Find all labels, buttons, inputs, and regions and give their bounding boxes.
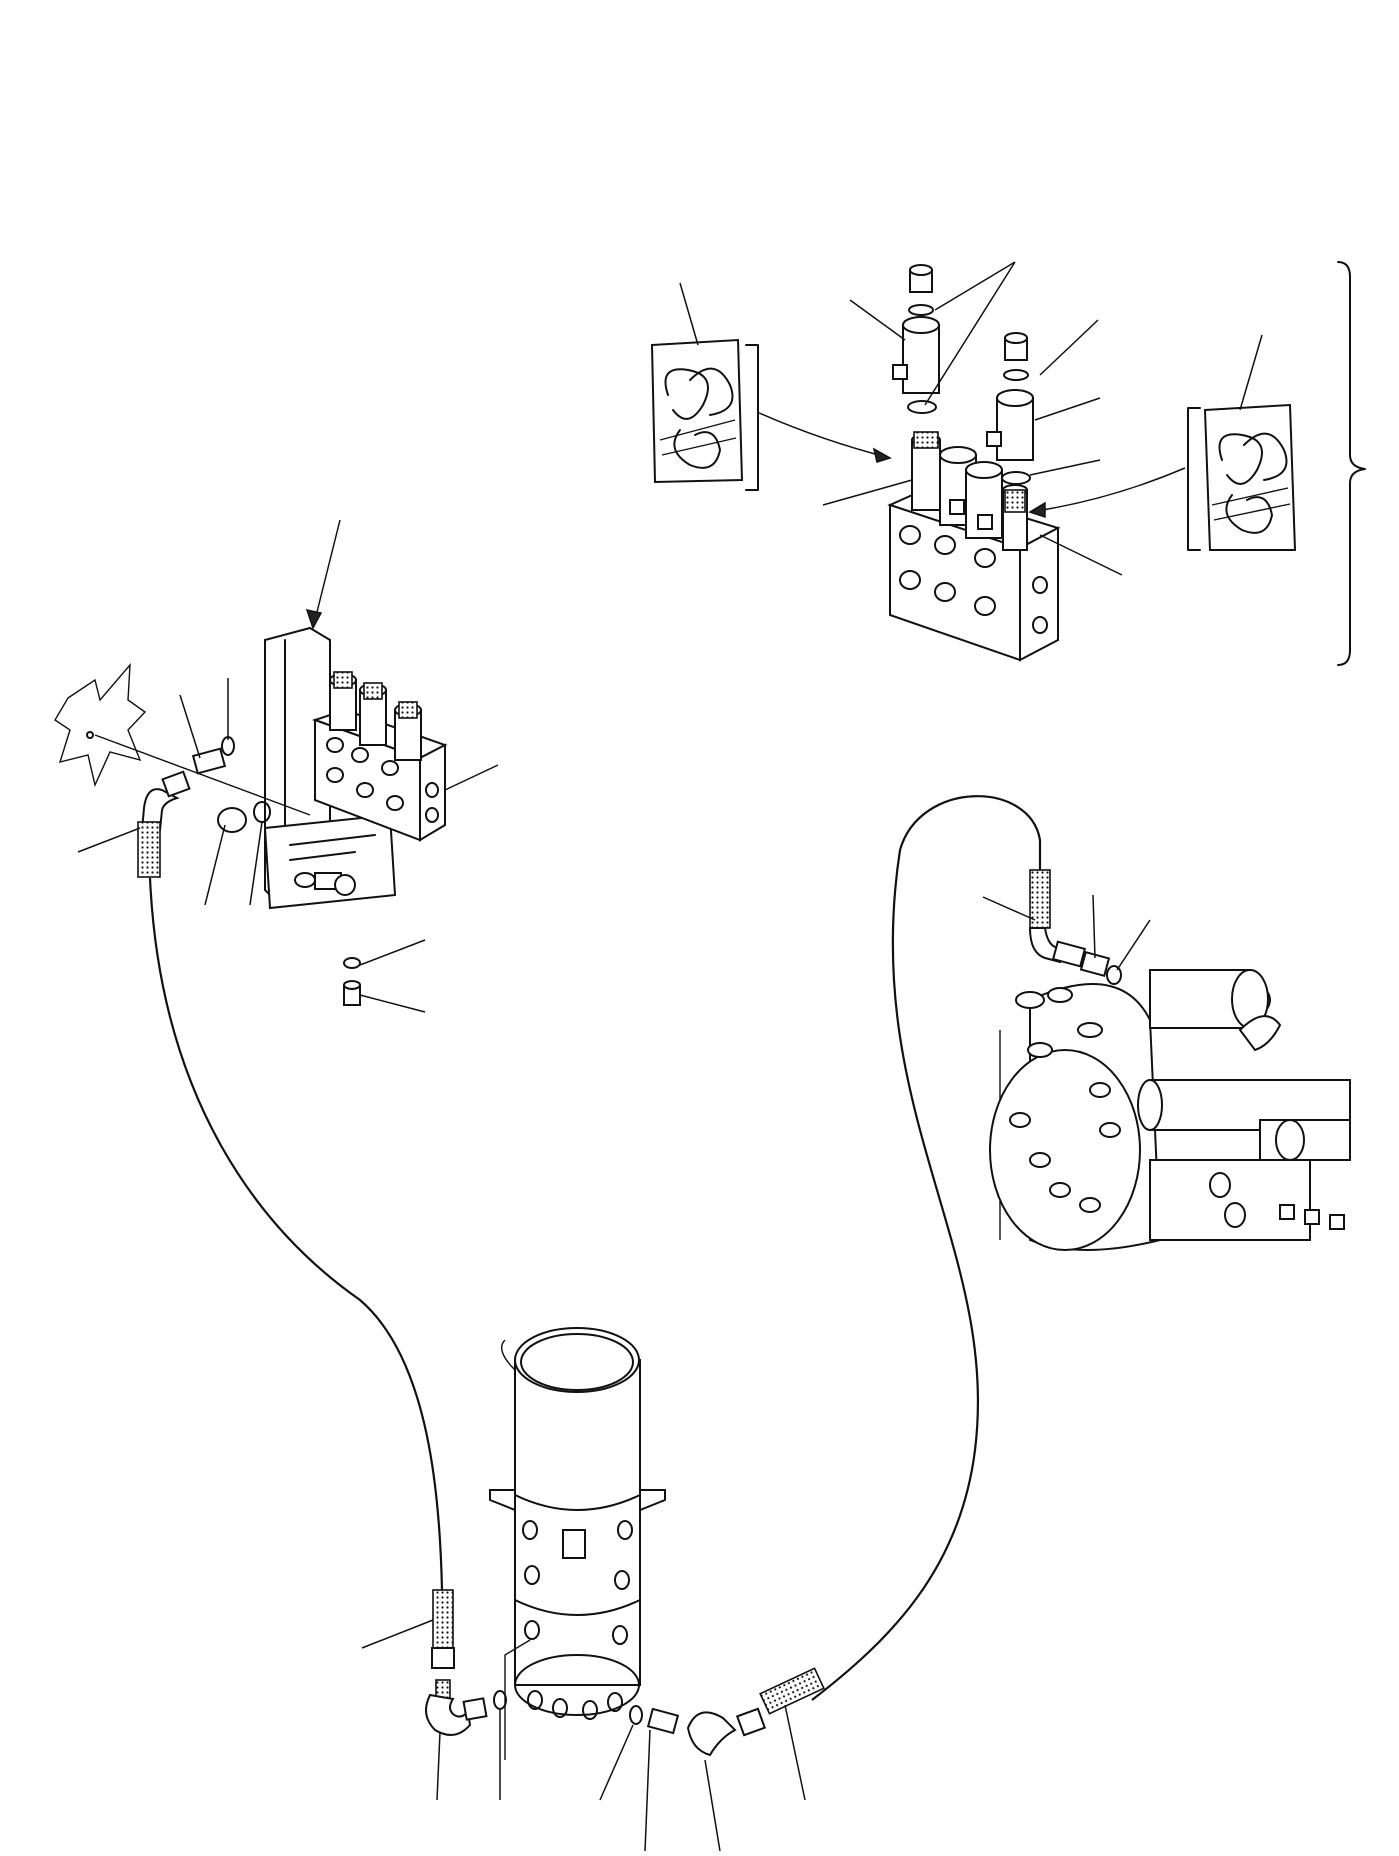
valve-bracket-assembly	[54, 519, 499, 1013]
sealant-pouch-right	[1187, 403, 1297, 551]
exploded-valve-view	[650, 261, 1366, 666]
exploded-coil-2	[986, 332, 1034, 485]
transmission-housing	[982, 869, 1351, 1251]
solenoid-valve-block	[887, 431, 1061, 662]
frame-section	[54, 662, 147, 788]
callout-leaders-bottom	[361, 1619, 806, 1852]
center-swivel-joint	[489, 1327, 666, 1760]
callout-leaders-left	[77, 678, 426, 1013]
exploded-coil-1	[892, 264, 940, 414]
bottom-fittings	[425, 1589, 825, 1757]
callout-leaders-top	[679, 261, 1263, 576]
sealant-pouch-left	[650, 338, 759, 491]
hose-left	[148, 877, 444, 1591]
group-brace	[1337, 261, 1366, 666]
hose-right	[811, 795, 1042, 1701]
